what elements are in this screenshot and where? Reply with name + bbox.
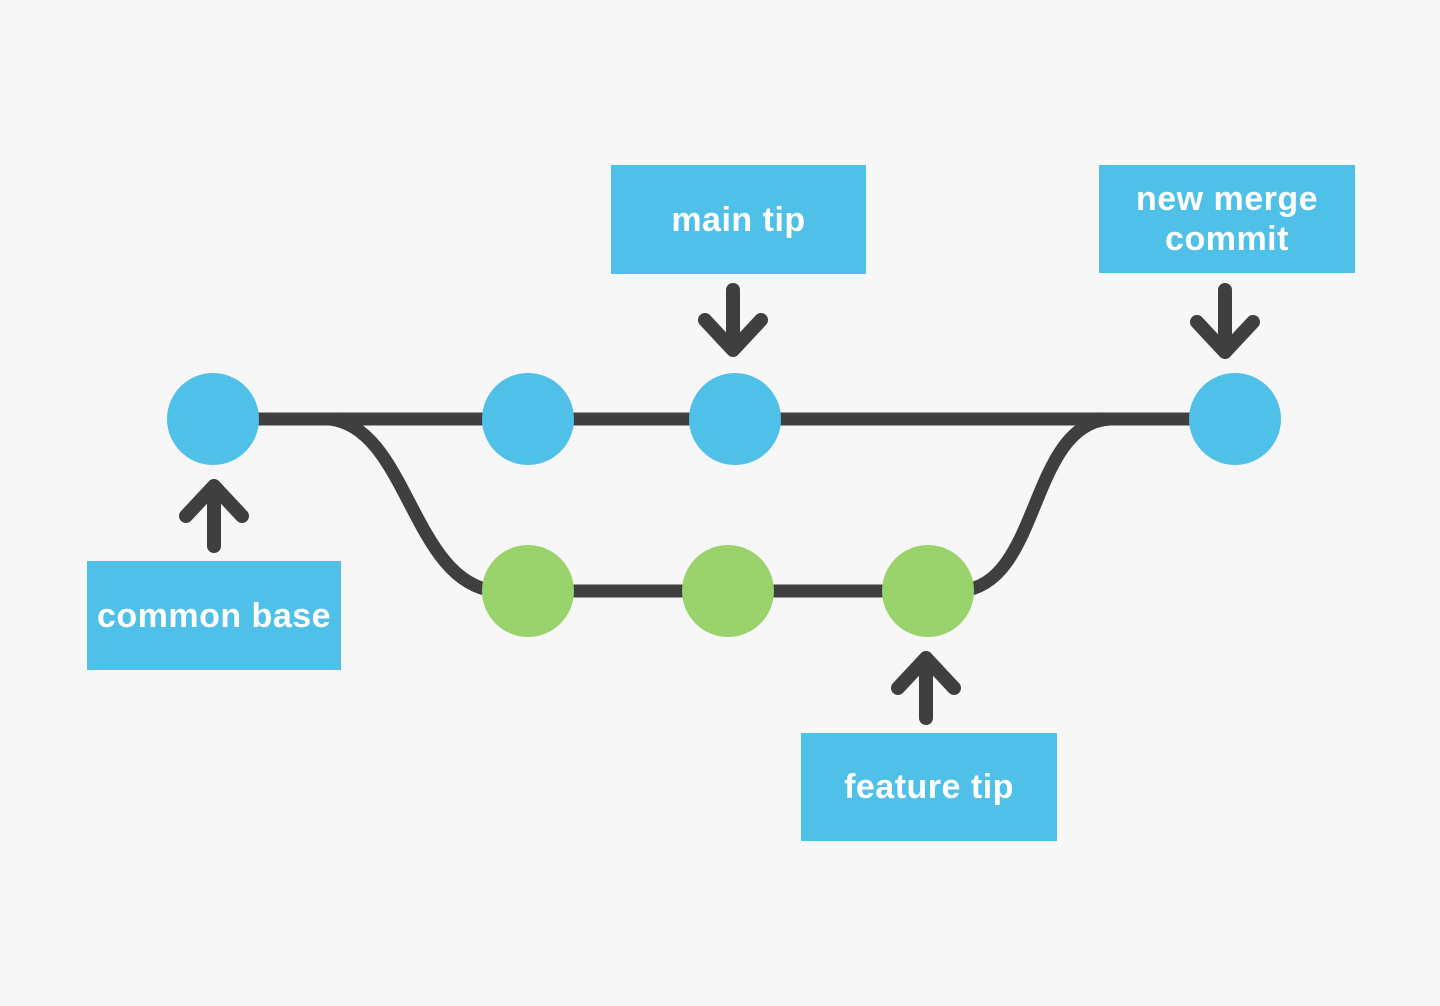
commit-node-main-2 (482, 373, 574, 465)
commit-node-common-base (167, 373, 259, 465)
arrow-down-new-merge-commit-icon (1190, 283, 1260, 359)
commit-node-new-merge (1189, 373, 1281, 465)
label-new-merge-commit: new merge commit (1099, 165, 1355, 273)
arrow-up-common-base-icon (179, 479, 249, 553)
commit-node-main-tip (689, 373, 781, 465)
commit-node-feature-tip (882, 545, 974, 637)
label-feature-tip: feature tip (801, 733, 1057, 841)
label-common-base: common base (87, 561, 341, 670)
commit-node-feature-2 (682, 545, 774, 637)
arrow-down-main-tip-icon (698, 283, 768, 357)
branch-out-curve (328, 412, 497, 598)
merge-in-curve (959, 412, 1111, 598)
arrow-up-feature-tip-icon (891, 651, 961, 725)
label-main-tip: main tip (611, 165, 866, 274)
commit-node-feature-1 (482, 545, 574, 637)
